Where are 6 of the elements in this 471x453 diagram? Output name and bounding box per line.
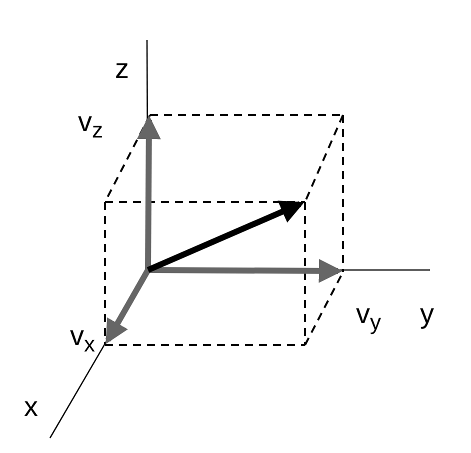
vector-label: v$_{z}$ [78, 108, 103, 142]
vector-label: v$_{x}$ [70, 322, 95, 356]
axis-label: y [420, 300, 434, 328]
axis-label: z [115, 55, 129, 83]
vector-label: v$_{y}$ [356, 300, 381, 334]
axis-label: x [24, 393, 38, 421]
